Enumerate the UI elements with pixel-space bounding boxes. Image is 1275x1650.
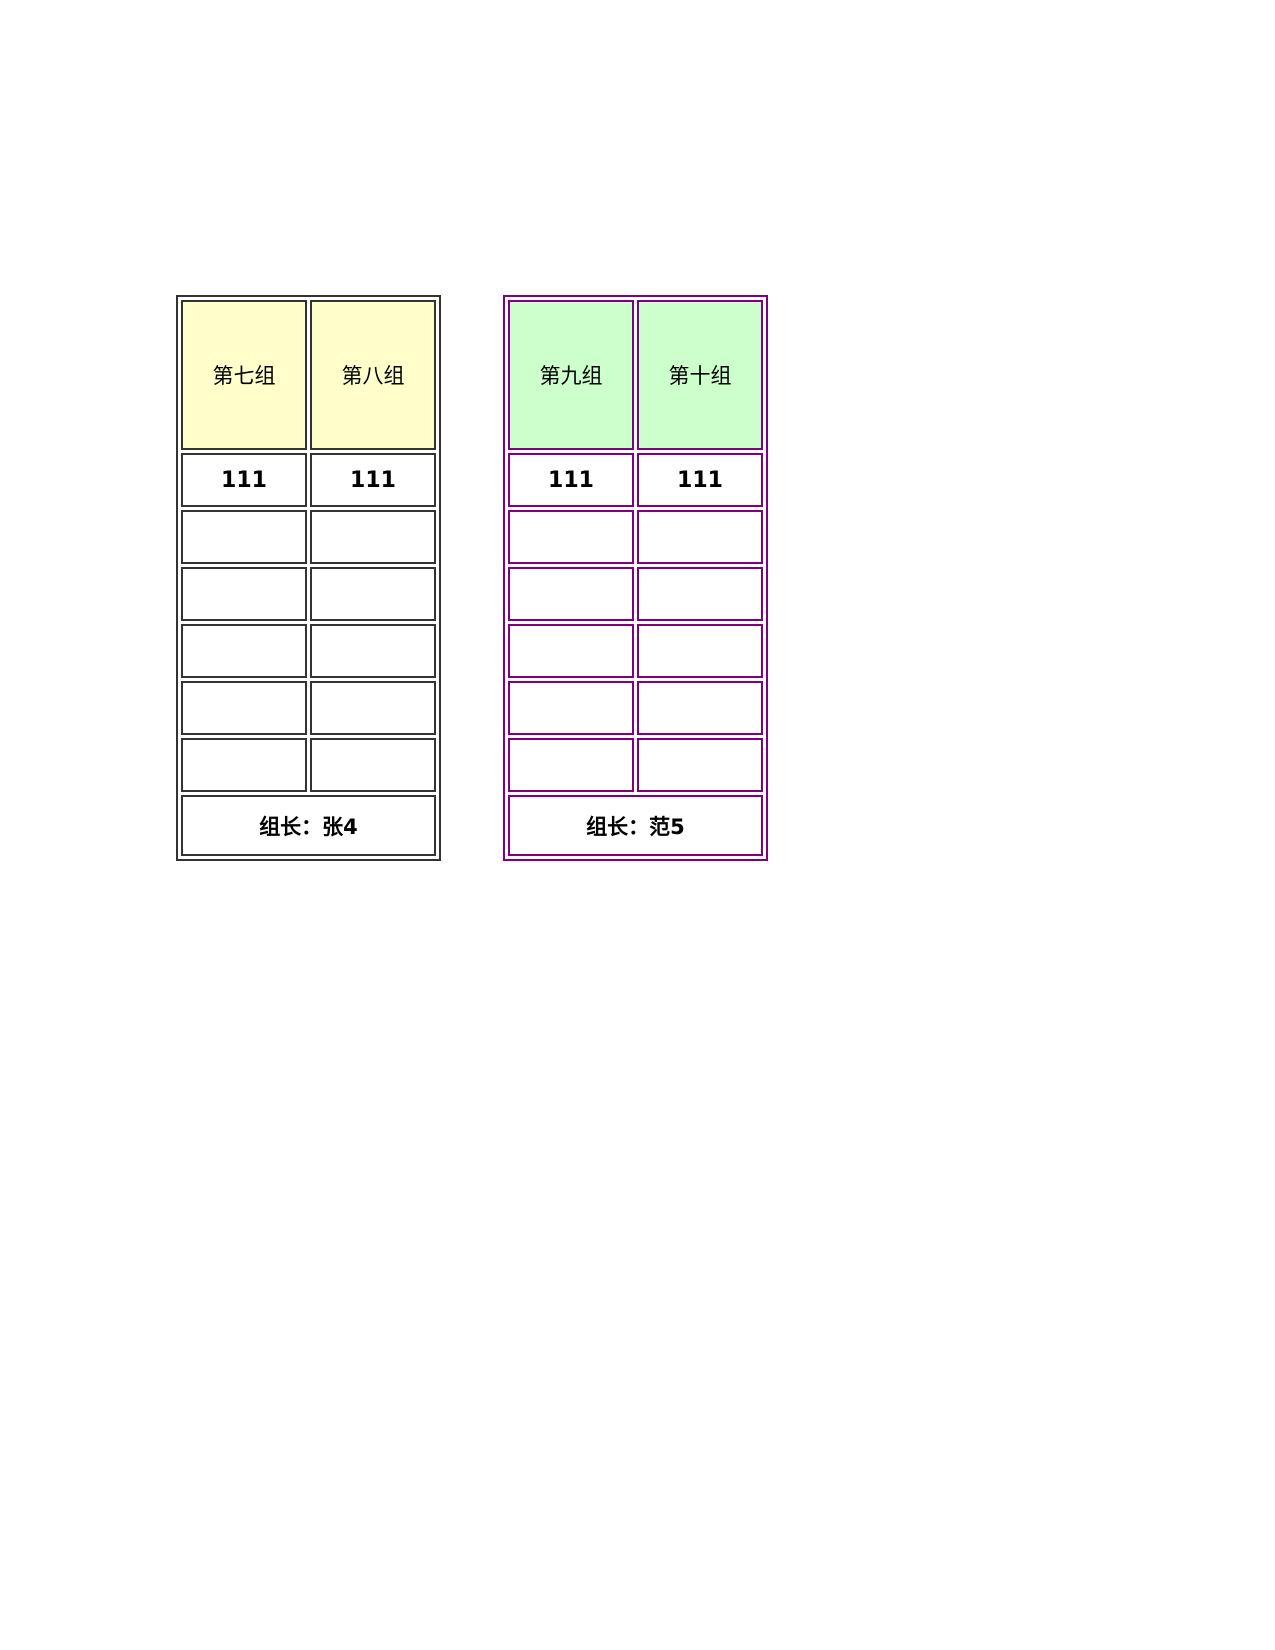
- leader-cell: 组长：范5: [508, 795, 763, 856]
- leader-cell: 组长：张4: [181, 795, 436, 856]
- member-cell: [310, 738, 436, 792]
- group-header-cell: 第七组: [181, 300, 307, 450]
- member-cell: [508, 681, 634, 735]
- member-cell: 111: [637, 453, 763, 507]
- member-cell: [181, 567, 307, 621]
- member-cell: [508, 510, 634, 564]
- table-row: [181, 567, 436, 621]
- member-cell: [310, 624, 436, 678]
- table-row: [181, 681, 436, 735]
- table-row: 111 111: [508, 453, 763, 507]
- member-cell: [181, 738, 307, 792]
- table-row: [181, 624, 436, 678]
- table-row: [508, 681, 763, 735]
- table-footer-row: 组长：范5: [508, 795, 763, 856]
- group-header-cell: 第八组: [310, 300, 436, 450]
- table-row: 111 111: [181, 453, 436, 507]
- member-cell: [637, 624, 763, 678]
- table-row: [508, 624, 763, 678]
- member-cell: [508, 738, 634, 792]
- member-cell: [637, 738, 763, 792]
- table-header-row: 第七组 第八组: [181, 300, 436, 450]
- member-cell: [310, 567, 436, 621]
- member-cell: [508, 567, 634, 621]
- member-cell: 111: [508, 453, 634, 507]
- table-row: [181, 738, 436, 792]
- member-cell: 111: [310, 453, 436, 507]
- member-cell: [310, 510, 436, 564]
- member-cell: [181, 624, 307, 678]
- table-row: [508, 510, 763, 564]
- table-header-row: 第九组 第十组: [508, 300, 763, 450]
- member-cell: [637, 510, 763, 564]
- member-cell: [637, 681, 763, 735]
- group-table-9-10: 第九组 第十组 111 111: [503, 295, 768, 861]
- table-row: [508, 738, 763, 792]
- group-header-cell: 第九组: [508, 300, 634, 450]
- member-cell: [508, 624, 634, 678]
- member-cell: [637, 567, 763, 621]
- group-header-cell: 第十组: [637, 300, 763, 450]
- table-footer-row: 组长：张4: [181, 795, 436, 856]
- member-cell: [310, 681, 436, 735]
- table-row: [181, 510, 436, 564]
- member-cell: [181, 681, 307, 735]
- member-cell: 111: [181, 453, 307, 507]
- group-table-7-8: 第七组 第八组 111 111: [176, 295, 441, 861]
- member-cell: [181, 510, 307, 564]
- table-row: [508, 567, 763, 621]
